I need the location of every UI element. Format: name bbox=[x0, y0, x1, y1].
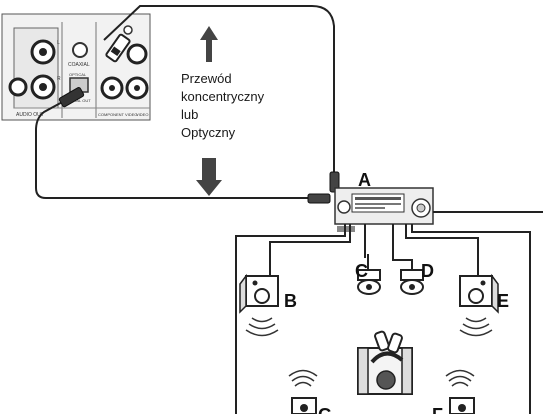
av-receiver bbox=[334, 187, 434, 232]
speaker-center-left bbox=[357, 269, 381, 295]
speaker-center-right bbox=[400, 269, 424, 295]
optical-cable bbox=[35, 87, 331, 204]
l-label: L bbox=[57, 40, 60, 46]
coaxial-cable bbox=[103, 5, 340, 193]
label-receiver-a: A bbox=[358, 170, 371, 190]
listener-figure bbox=[357, 330, 413, 395]
label-speaker-d: D bbox=[421, 261, 434, 281]
player-back-panel: L R COAXIAL OPTICAL DIGITAL OUT AUDIO OU… bbox=[1, 13, 151, 121]
caption-line-2: koncentryczny bbox=[181, 89, 265, 104]
label-speaker-g: G bbox=[318, 405, 332, 414]
label-speaker-e: E bbox=[497, 291, 509, 311]
label-speaker-c: C bbox=[355, 261, 368, 281]
video-label: VIDEO bbox=[136, 112, 148, 117]
speaker-front-right bbox=[459, 273, 499, 337]
caption-line-1: Przewód bbox=[181, 71, 232, 86]
speaker-front-left bbox=[239, 273, 279, 337]
audio-out-jack-left bbox=[30, 39, 56, 65]
arrow-up-icon bbox=[200, 26, 218, 62]
label-speaker-f: F bbox=[432, 405, 443, 414]
speaker-wiring bbox=[235, 224, 531, 414]
coaxial-label: COAXIAL bbox=[68, 62, 90, 68]
audio-out-jack-right bbox=[30, 74, 56, 100]
speaker-rear-left bbox=[288, 369, 318, 415]
caption-line-3: lub bbox=[181, 107, 199, 122]
optical-label: OPTICAL bbox=[69, 72, 87, 77]
component-video-label: COMPONENT VIDEO bbox=[98, 112, 138, 117]
coaxial-jack bbox=[72, 42, 88, 58]
caption-line-4: Optyczny bbox=[181, 125, 236, 140]
digital-out-label: DIGITAL OUT bbox=[66, 98, 91, 103]
audio-out-label: AUDIO OUT bbox=[16, 112, 44, 118]
arrow-down-icon bbox=[196, 158, 222, 196]
r-label: R bbox=[57, 76, 61, 82]
speaker-rear-right bbox=[445, 369, 475, 415]
label-speaker-b: B bbox=[284, 291, 297, 311]
audio-jack-extra bbox=[8, 77, 28, 97]
component-video-jacks bbox=[100, 25, 149, 100]
cable-caption: Przewód koncentryczny lub Optyczny bbox=[181, 70, 264, 142]
